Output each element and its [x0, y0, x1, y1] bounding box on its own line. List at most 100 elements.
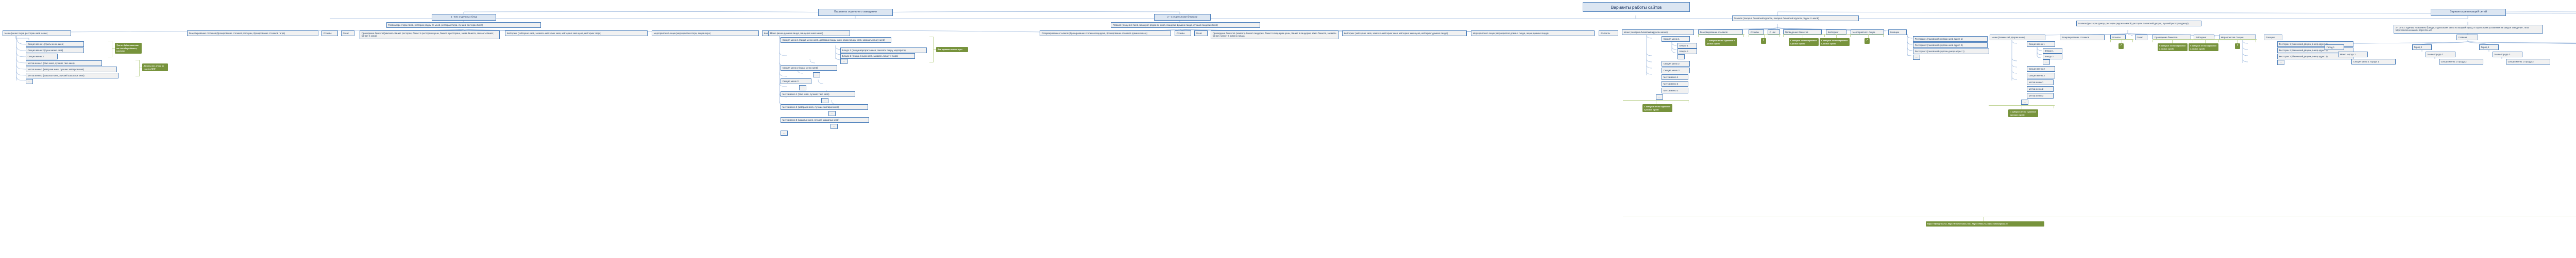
net-variant2-city-section-2[interactable]: Секция меню 1 города 2	[2439, 59, 2483, 64]
variant1-tag-2[interactable]: Метка меню 2 (завтраки киев, лучшие завт…	[26, 67, 117, 72]
network2-locations[interactable]: Локации	[2264, 35, 2282, 40]
network2-menu-more[interactable]: ...	[2021, 100, 2028, 105]
network1-reviews[interactable]: Отзывы	[1749, 29, 1764, 35]
network1-events[interactable]: Мероприятия / Акции	[1851, 29, 1884, 35]
variant2-section-1[interactable]: Секция меню 1 (пицца меню киев, доставка…	[781, 37, 891, 43]
net-variant2-city-section-3[interactable]: Секция меню 1 города 3	[2506, 59, 2550, 64]
network1-menu-more[interactable]: ...	[1656, 94, 1663, 100]
network1-about[interactable]: О нас	[1768, 29, 1780, 35]
net-variant2-city-menu-1[interactable]: Меню города 1	[2338, 52, 2368, 57]
network2-section-1[interactable]: Секция меню 1	[2027, 41, 2055, 47]
root-node[interactable]: Варианты работы сайтов	[1583, 2, 1690, 12]
network2-reservation[interactable]: Резервирование столиков	[2060, 35, 2105, 40]
variant2-reviews[interactable]: Отзывы	[1175, 30, 1191, 36]
network2-section-3[interactable]: Секция меню 3	[2027, 73, 2055, 78]
branch-networks[interactable]: Варианты реализаций сетей	[2431, 9, 2506, 16]
network1-banquets[interactable]: Проведение банкетов	[1783, 29, 1822, 35]
variant1-menu[interactable]: Меню (меню гагра, ресторан киев меню)	[3, 30, 71, 36]
variant2-home[interactable]: Главная (пиццерия Киев, пиццерия рядом с…	[1111, 22, 1260, 28]
network1-menu[interactable]: Меню (пекарня Львовский круасан меню)	[1622, 29, 1694, 35]
net-variant2-home[interactable]: Главная	[2456, 35, 2478, 40]
variant2-title[interactable]: 2 - С отдельными блюдами	[1154, 14, 1211, 21]
variant2-tag2-more[interactable]: ...	[828, 111, 836, 116]
network1-tag-1[interactable]: Метка меню 1	[1662, 74, 1688, 80]
variant1-reviews[interactable]: Отзывы	[321, 30, 338, 36]
net-variant2-city-menu-3[interactable]: Меню города 3	[2493, 52, 2522, 57]
variant2-contacts[interactable]: Контакты	[1599, 30, 1618, 36]
network1-section-2[interactable]: Секция меню 2	[1662, 61, 1690, 67]
network1-section-1[interactable]: Секция меню 1	[1662, 36, 1690, 42]
network2-reviews[interactable]: Отзывы	[2110, 35, 2126, 40]
network2-banquets[interactable]: Проведение банкетов	[2153, 35, 2191, 40]
variant2-section-3[interactable]: Секция меню 3	[781, 78, 811, 84]
variant1-title[interactable]: 1 - Без отдельных блюд	[432, 14, 496, 21]
variant2-about[interactable]: О нас	[1194, 30, 1208, 36]
network2-about[interactable]: О нас	[2135, 35, 2147, 40]
net-variant2-city-section-1[interactable]: Секция меню 1 города 1	[2351, 59, 2396, 64]
net-variant2-city-3[interactable]: Город 3	[2479, 44, 2499, 50]
network1-tag-3[interactable]: Метка меню 3	[1662, 88, 1688, 93]
net-variant2-city-1[interactable]: Город 1	[2325, 44, 2344, 50]
variant2-tag3-more[interactable]: ...	[831, 124, 838, 129]
variant2-section2-more[interactable]: ...	[813, 72, 820, 77]
variant2-tag-2[interactable]: Метка меню 2 (завтраки киев, лучшие завт…	[781, 104, 868, 110]
network2-home[interactable]: Главная (ресторан Днепр, ресторан рядом …	[2076, 21, 2201, 26]
variant2-tag-3[interactable]: Метка меню 3 (шашлык киев, лучший шашалы…	[781, 117, 869, 123]
variant1-reservation[interactable]: Резервирование столиков (бронирование ст…	[187, 30, 318, 36]
variant1-tag-3[interactable]: Метка меню 3 (шашлык киев, лучший шашалы…	[26, 73, 118, 78]
reference-urls-note: https://33pingvina.ru/, https://lvivcroi…	[1926, 221, 2044, 227]
variant2-banquets[interactable]: Проведение банкетов (заказать банкет пиц…	[1211, 30, 1338, 39]
variant1-menu-more[interactable]: ...	[26, 79, 33, 84]
network2-tag-1[interactable]: Метка меню 1	[2027, 79, 2054, 85]
variant2-events[interactable]: Мероприятия / Акции (мероприятия домино …	[1471, 30, 1595, 36]
network2-section-2[interactable]: Секция меню 2	[2027, 66, 2055, 72]
network2-menu[interactable]: Меню (Бакинский дворик меню)	[1990, 35, 2045, 40]
branch-single-venue[interactable]: Варианты отдельного заведения	[818, 9, 893, 16]
variant1-section-1[interactable]: Секция меню 1 (гриль меню киев)	[26, 41, 84, 47]
network1-home[interactable]: Главная (пекарня Львовский круасан, пека…	[1732, 15, 1859, 21]
variant2-menu[interactable]: Меню (меню домино пицца, пиццерия киев м…	[768, 30, 850, 36]
network2-tag-3[interactable]: Метка меню 3	[2027, 93, 2054, 99]
variant2-dish-more[interactable]: ...	[840, 59, 848, 64]
variant2-dish-2[interactable]: Блюдо 2 (пицца 4 сыра киев, заказать пиц…	[840, 53, 915, 59]
network2-tag-2[interactable]: Метка меню 2	[2027, 86, 2054, 92]
network2-restaurant-2[interactable]: Ресторан 2 (бакинский дворик днепр адрес…	[2277, 47, 2353, 53]
network1-dish-more[interactable]: ...	[1677, 54, 1685, 59]
network1-tag-2[interactable]: Метка меню 2	[1662, 81, 1688, 87]
network1-dish-1[interactable]: Блюдо 1	[1677, 43, 1697, 49]
variant1-banquets[interactable]: Проведение банкетов(заказать банкет рест…	[360, 30, 500, 39]
variant1-section-3[interactable]: Секция меню 3	[26, 54, 58, 59]
net-variant2-city-2[interactable]: Город 2	[2412, 44, 2432, 50]
network1-restaurant-2[interactable]: Ресторан 2 (львовский круасан киев адрес…	[1913, 42, 1988, 48]
variant1-tag-1[interactable]: Метка меню 1 (тако киев, лучшие тако кие…	[26, 60, 102, 66]
network1-restaurant-3[interactable]: Ресторан 3 (львовский круасан днепр адре…	[1913, 49, 1989, 54]
variant2-dish-1[interactable]: Блюдо 1 (пицца маргарита киев, заказать …	[840, 47, 927, 53]
network1-locations[interactable]: Локации	[1888, 29, 1907, 35]
variant2-section3-more[interactable]: ...	[799, 85, 806, 90]
variant2-reservation[interactable]: Резервирование столиков (бронирование ст…	[1040, 30, 1171, 36]
variant2-catering[interactable]: Кейтеринг (кейтеринг киев, заказать кейт…	[1342, 30, 1467, 36]
variant1-section-2[interactable]: Секция меню 2 (суши меню киев)	[26, 47, 84, 53]
variant2-tag-1[interactable]: Метка меню 1 (тако киев, лучшие тако кие…	[781, 91, 855, 97]
network2-catering[interactable]: Кейтеринг	[2194, 35, 2214, 40]
network2-dish-2[interactable]: Блюдо 2	[2043, 54, 2062, 59]
network1-dish-2[interactable]: Блюдо 2	[1677, 49, 1697, 54]
variant2-menu-more[interactable]: ...	[781, 131, 788, 136]
network1-section-3[interactable]: Секция меню 3	[1662, 68, 1690, 73]
net-variant2-title[interactable]: 2 - Сеть с единым названием бренда, отде…	[2394, 25, 2543, 34]
variant2-section-2[interactable]: Секция меню 2 (суши меню киев)	[781, 65, 837, 71]
variant1-catering[interactable]: Кейтеринг (кейтеринг киев, заказать кейт…	[505, 30, 648, 36]
network1-restaurant-1[interactable]: Ресторан 1 (львовский круасан киев адрес…	[1913, 36, 1988, 42]
network2-dish-more[interactable]: ...	[2043, 59, 2050, 64]
network2-restaurant-1[interactable]: Ресторан 1 (бакинский дворик днепр адрес…	[2277, 41, 2353, 47]
variant1-events[interactable]: Мероприятия / Акции (мероприятия гагра, …	[652, 30, 759, 36]
variant1-about[interactable]: О нас	[341, 30, 354, 36]
variant2-tag1-more[interactable]: ...	[821, 98, 828, 103]
network2-dish-1[interactable]: Блюдо 1	[2043, 48, 2062, 54]
variant1-home[interactable]: Главная (ресторан Киев, ресторан рядом с…	[386, 22, 541, 28]
network1-restaurant-more[interactable]: ...	[1913, 55, 1920, 60]
network2-restaurant-more[interactable]: ...	[2277, 60, 2284, 65]
net-variant2-city-menu-2[interactable]: Меню города 2	[2426, 52, 2455, 57]
network1-reservation[interactable]: Резервирование столиков	[1698, 29, 1743, 35]
